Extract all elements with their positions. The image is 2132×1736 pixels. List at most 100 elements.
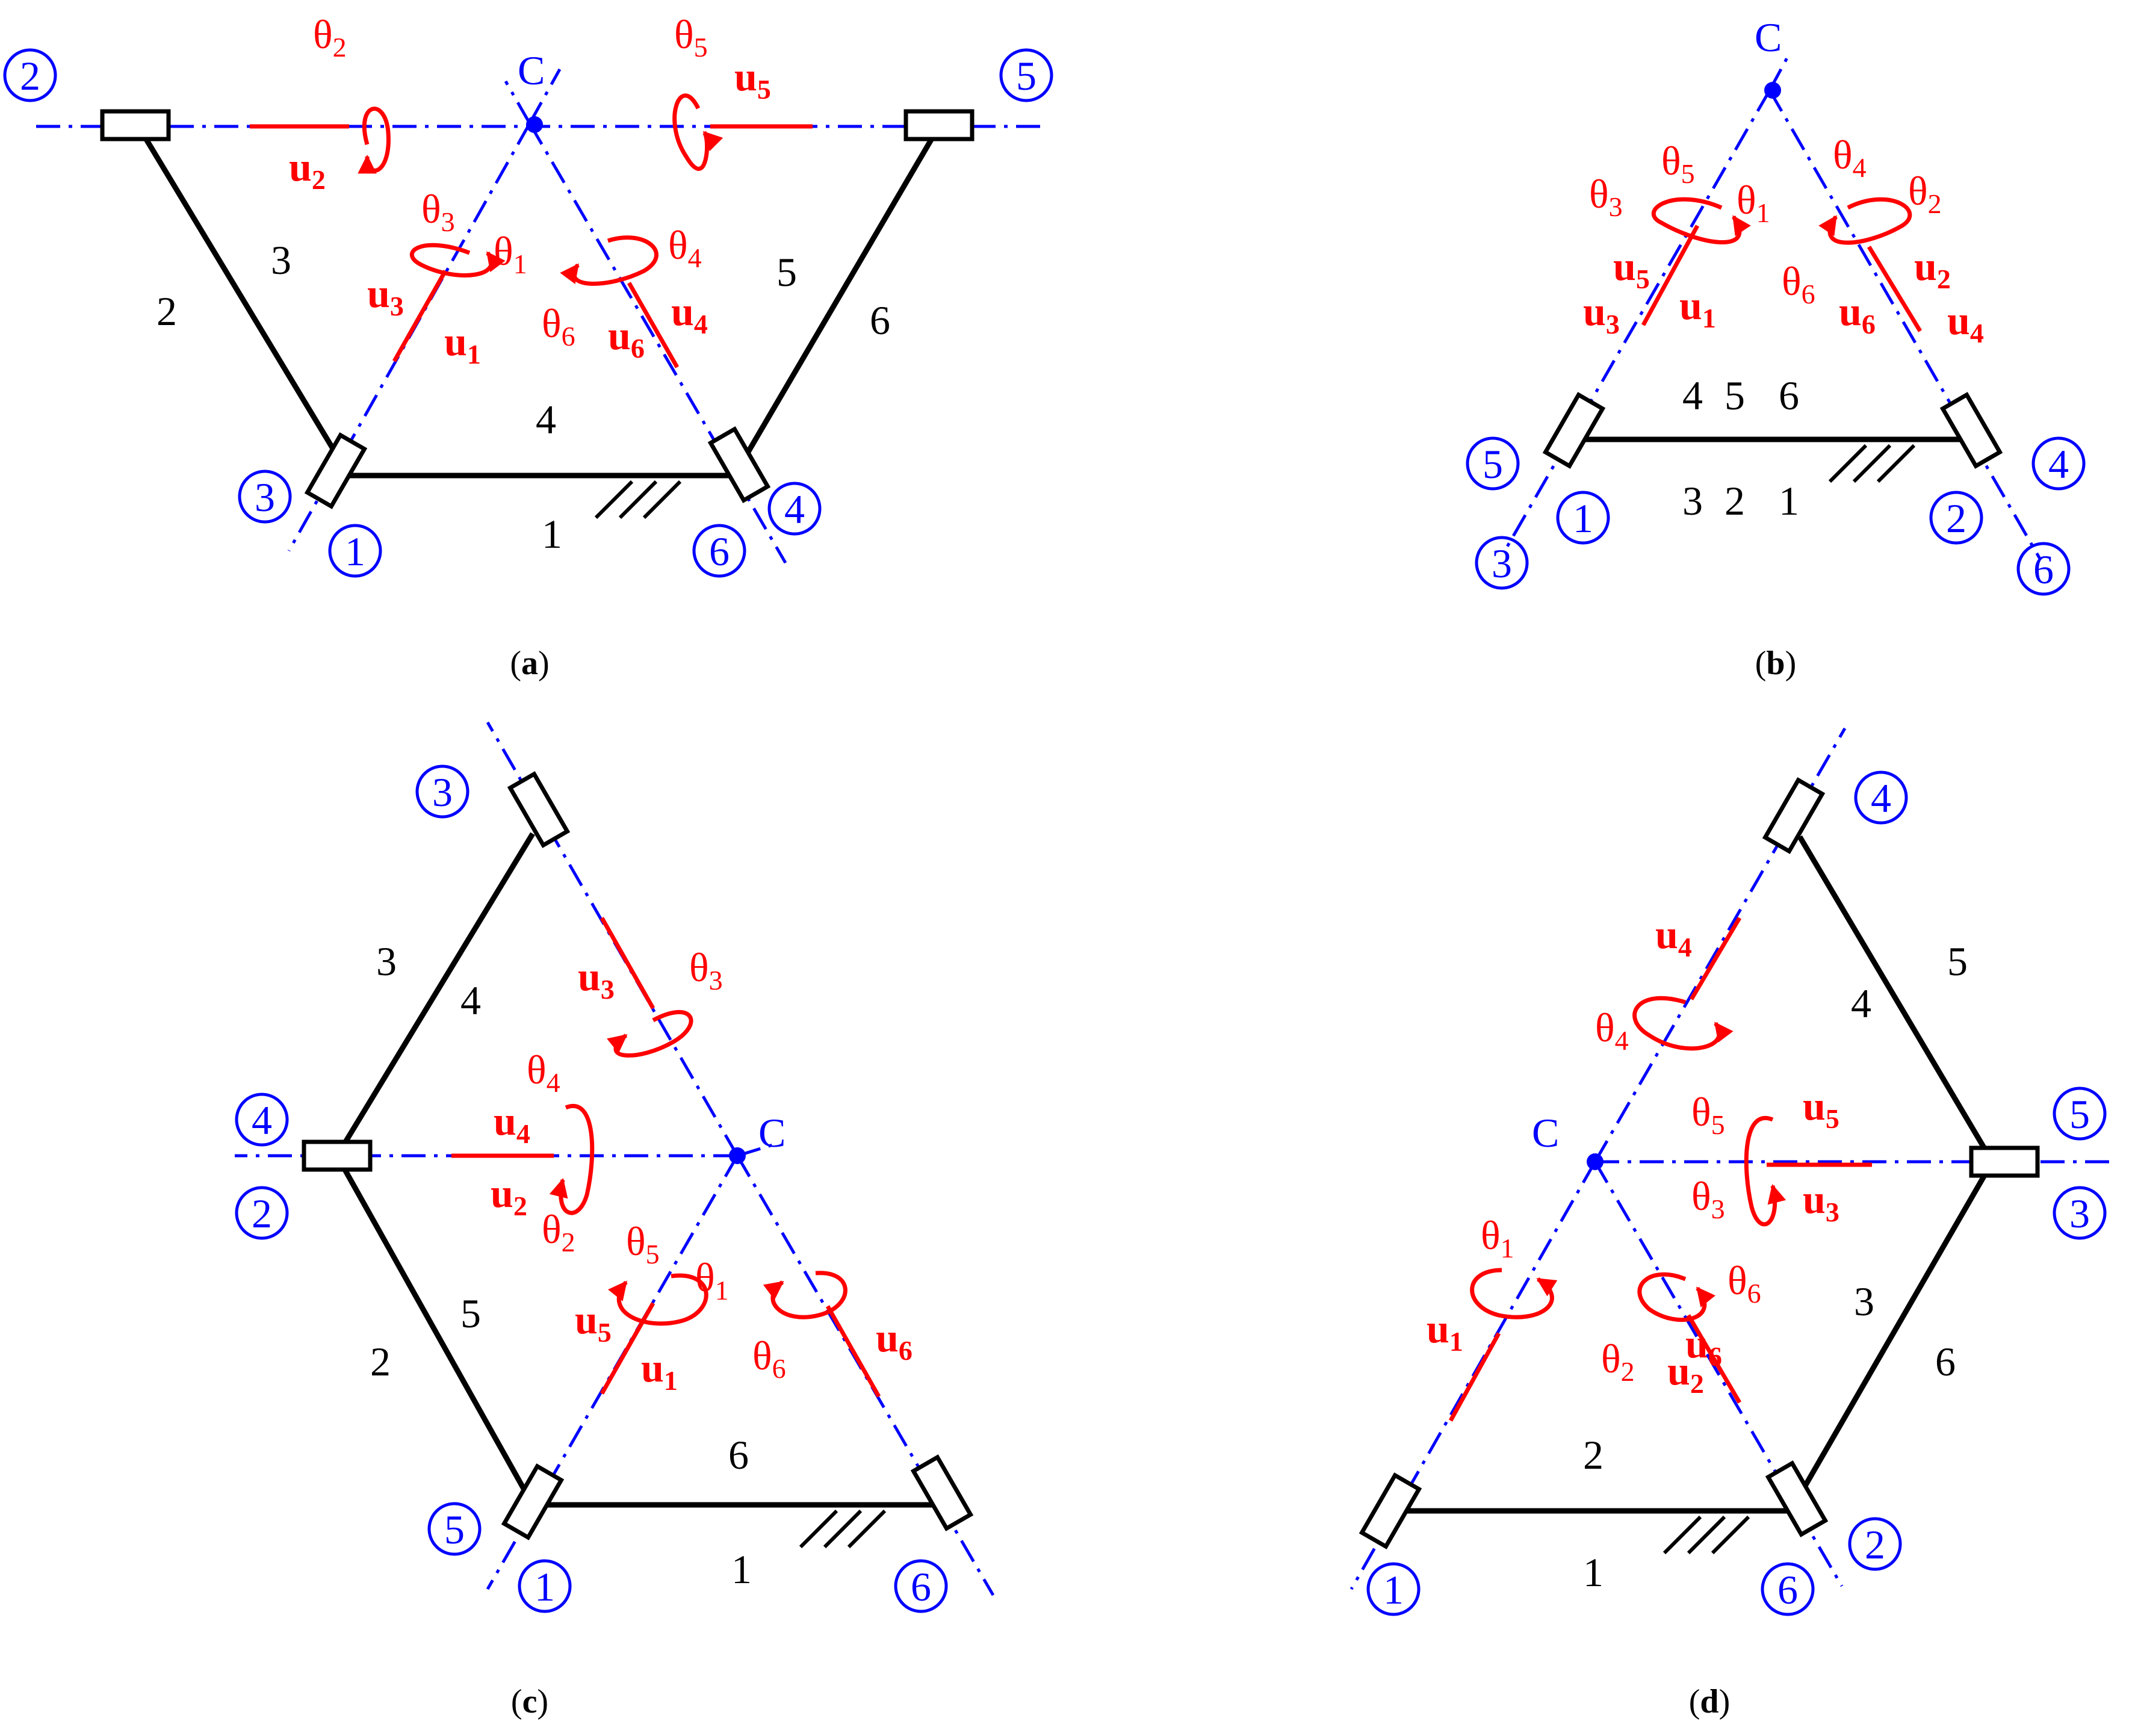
theta-label: θ5	[626, 1218, 660, 1269]
joint-number: 3	[432, 769, 453, 815]
slider-block	[910, 1454, 974, 1531]
theta-label: θ6	[1782, 258, 1815, 309]
joint-circle	[894, 1559, 948, 1613]
joint-number: 3	[2069, 1191, 2090, 1236]
member-number: 6	[728, 1432, 749, 1478]
ground-hatch	[1663, 1515, 1750, 1555]
joint-number: 1	[1383, 1567, 1404, 1613]
joint-number: 2	[252, 1191, 272, 1236]
member-number: 3	[271, 237, 291, 283]
u-label: u4	[671, 288, 708, 339]
member-number: 1	[1583, 1549, 1604, 1595]
u-label: u6	[608, 312, 645, 364]
joint-number: 3	[255, 474, 275, 520]
theta-curl	[1818, 197, 1912, 245]
center-point	[1587, 1153, 1604, 1170]
joint-circle	[1761, 1562, 1815, 1616]
slider-block	[100, 109, 171, 141]
u-arrow	[1867, 246, 1922, 332]
u-arrow	[392, 270, 448, 362]
joint-circle	[235, 1093, 289, 1147]
theta-label: θ2	[542, 1206, 575, 1257]
theta-curl	[608, 1273, 708, 1326]
theta-label: θ1	[695, 1254, 729, 1306]
joint-circle	[1556, 491, 1610, 545]
joint-circle	[2053, 1186, 2107, 1240]
axis-line	[528, 68, 562, 125]
u-label: u5	[1803, 1083, 1839, 1134]
theta-label: θ5	[1691, 1089, 1725, 1140]
theta-label: θ3	[689, 944, 723, 996]
u-label: u3	[367, 270, 404, 321]
u-label: u6	[1685, 1321, 1722, 1372]
u-label: u3	[1803, 1176, 1839, 1227]
theta-label: θ4	[668, 222, 702, 273]
joint-circle	[1854, 770, 1908, 825]
member-number: 2	[1583, 1432, 1604, 1478]
joint-number: 3	[1492, 541, 1512, 586]
joint-number: 2	[20, 53, 40, 99]
joint-circle	[2053, 1087, 2107, 1141]
u-label: u6	[1839, 288, 1876, 339]
theta-label: θ6	[1728, 1257, 1761, 1309]
joint-circle	[999, 48, 1053, 102]
u-label: u1	[1679, 282, 1716, 333]
member-number: 2	[370, 1339, 391, 1384]
theta-label: θ5	[674, 11, 708, 63]
panel-b: C 4 5 6 3 2 1 5 1 3 2 4	[1466, 14, 2086, 682]
joint-number: 4	[252, 1097, 272, 1143]
ground-hatch	[799, 1509, 887, 1549]
member-number: 5	[460, 1291, 481, 1336]
joint-circle	[1466, 436, 1520, 491]
theta-curl	[1637, 1272, 1715, 1322]
slider-block	[1762, 777, 1826, 854]
slider-block	[1542, 392, 1606, 469]
ground-hatch	[594, 480, 682, 519]
panel-caption: (d)	[1689, 1683, 1730, 1720]
u-arrow	[825, 1305, 881, 1398]
member-line	[1788, 1160, 1995, 1513]
joint-circle	[692, 524, 746, 578]
center-label: C	[1755, 14, 1782, 60]
theta-curl	[763, 1271, 848, 1319]
member-number: 6	[1935, 1339, 1956, 1384]
member-number: 3	[1682, 478, 1703, 524]
theta-curl	[672, 93, 724, 171]
joint-number: 4	[784, 486, 805, 532]
joint-number: 6	[911, 1564, 931, 1610]
u-label: u2	[491, 1170, 527, 1221]
joint-number: 1	[1573, 495, 1593, 541]
center-label: C	[1532, 1110, 1559, 1156]
theta-label: θ3	[1589, 171, 1623, 222]
joint-circle	[427, 1502, 482, 1556]
joint-circle	[1929, 491, 1983, 545]
member-line	[136, 125, 352, 477]
joint-circle	[518, 1559, 572, 1613]
member-number: 6	[870, 297, 890, 343]
joint-number: 4	[2048, 441, 2069, 487]
theta-curl	[1470, 1268, 1558, 1319]
slider-block	[501, 1463, 565, 1540]
member-number: 5	[1725, 373, 1745, 418]
center-point	[526, 116, 543, 133]
joint-circle	[415, 764, 469, 819]
theta-curl	[549, 1104, 595, 1215]
u-label: u5	[734, 54, 771, 105]
u-label: u1	[641, 1345, 678, 1396]
panel-d: C 5 4 3 6 2 1 4 5	[1350, 727, 2113, 1720]
joint-number: 1	[535, 1564, 555, 1610]
u-label: u3	[578, 953, 615, 1005]
theta-label: θ1	[494, 228, 527, 279]
joint-number: 5	[1016, 53, 1037, 99]
theta-curl	[607, 1009, 693, 1058]
center-label: C	[518, 48, 545, 93]
theta-curl	[1632, 996, 1734, 1051]
theta-label: θ1	[1737, 177, 1770, 228]
u-label: u2	[289, 144, 326, 195]
joint-number: 1	[345, 529, 365, 574]
panel-caption: (a)	[510, 645, 549, 682]
member-number: 3	[1854, 1279, 1874, 1324]
axis-line	[1768, 89, 2042, 561]
member-number: 3	[376, 938, 397, 984]
joint-circle	[3, 48, 57, 102]
